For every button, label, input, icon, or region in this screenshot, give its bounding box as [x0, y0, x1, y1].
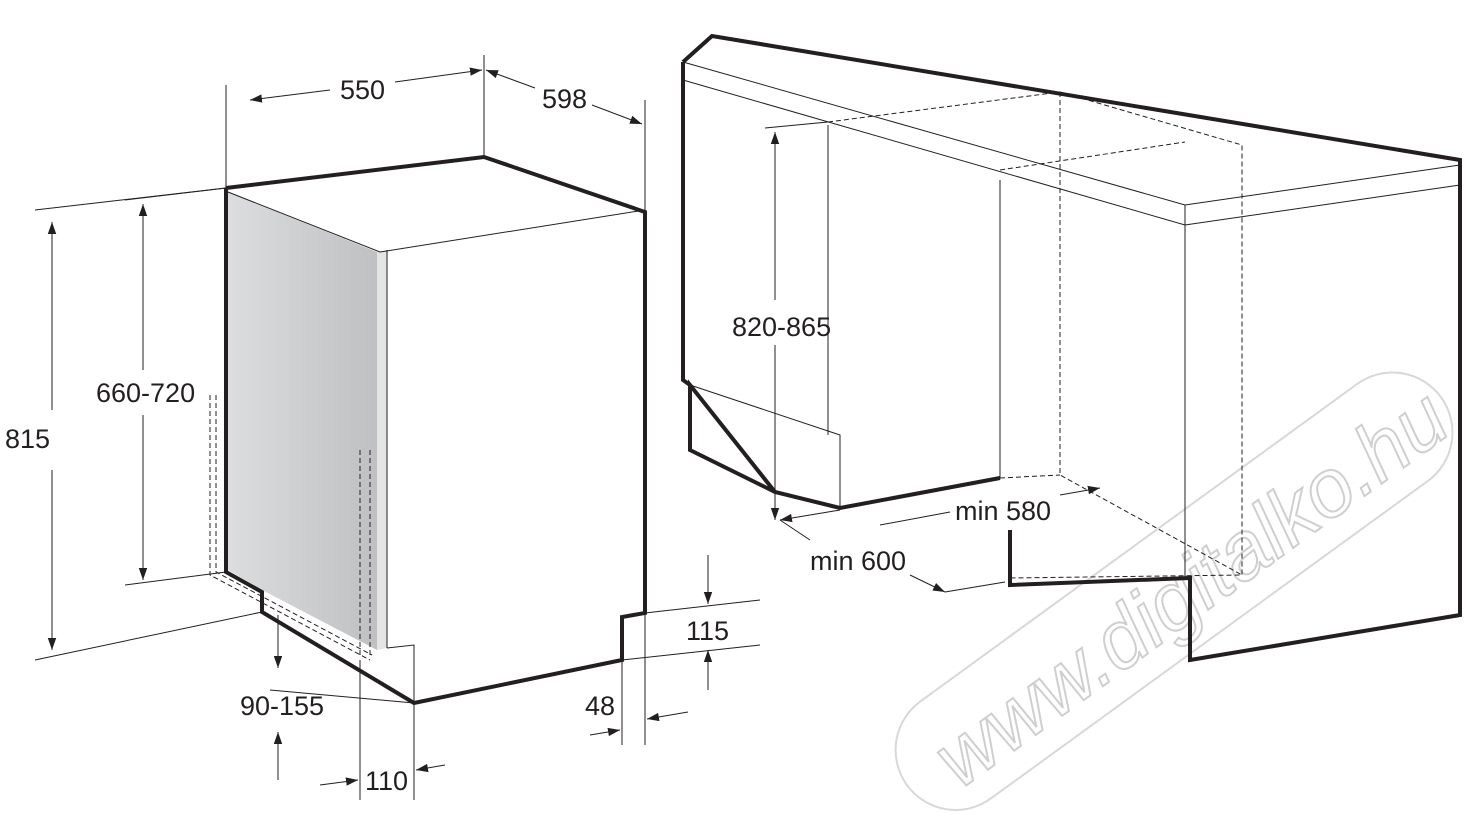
label-min-580: min 580	[955, 496, 1051, 526]
dishwasher-dimensions	[34, 55, 761, 800]
cabinet-drawing	[681, 33, 1462, 663]
label-110: 110	[365, 766, 408, 796]
label-48: 48	[585, 691, 615, 721]
label-820-865: 820-865	[732, 312, 831, 342]
label-550: 550	[340, 75, 385, 105]
watermark: www.digitalko.hu	[894, 371, 1466, 811]
label-598: 598	[542, 84, 587, 114]
door-panel	[228, 192, 377, 650]
label-115: 115	[686, 616, 729, 646]
cabinet-dimensions	[764, 121, 1101, 593]
label-min-600: min 600	[810, 546, 906, 576]
label-815: 815	[5, 424, 50, 454]
label-90-155: 90-155	[240, 691, 324, 721]
dishwasher-drawing	[209, 154, 647, 706]
cabinet-outline	[681, 33, 1462, 663]
label-660-720: 660-720	[96, 378, 195, 408]
